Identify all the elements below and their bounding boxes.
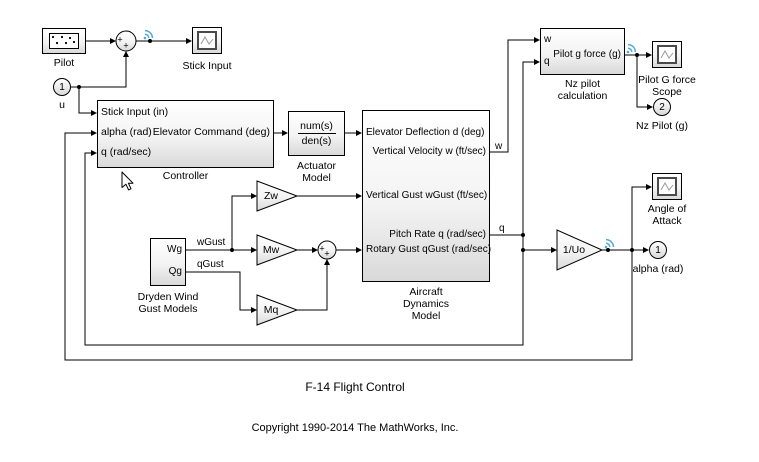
- sum-stick-block[interactable]: [115, 30, 137, 52]
- controller-output-elevator-command: Elevator Command (deg): [152, 126, 270, 138]
- aoa-label-1: Angle of: [647, 203, 687, 215]
- aoa-label-2: Attack: [652, 215, 682, 227]
- sum-gust-block[interactable]: [317, 240, 337, 260]
- scope-screen-icon: [657, 45, 677, 64]
- nz-label-2: calculation: [557, 90, 608, 102]
- inport-u-label: u: [59, 99, 65, 111]
- controller-block[interactable]: [97, 100, 274, 168]
- wire-q-output[interactable]: [490, 59, 557, 253]
- inport-u-number: 1: [59, 81, 65, 93]
- gain-mq-block[interactable]: [256, 294, 299, 326]
- gain-uo-block[interactable]: [556, 229, 604, 271]
- actuator-block[interactable]: num(s) den(s): [288, 111, 345, 156]
- wire-alpha-feedback-to-controller[interactable]: [64, 130, 633, 361]
- aircraft-input-wgust: Vertical Gust wGust (ft/sec): [366, 190, 488, 201]
- gain-zw-block[interactable]: [256, 180, 299, 212]
- wire-qgust[interactable]: [186, 271, 257, 313]
- actuator-label-2: Model: [302, 172, 331, 184]
- gain-uo-label: 1/Uo: [562, 244, 586, 256]
- sum-plus-sign: +: [123, 40, 129, 51]
- signal-streaming-badge-icon[interactable]: [626, 41, 639, 54]
- gain-mq-label: Mq: [263, 304, 279, 316]
- scope-screen-icon: [197, 31, 217, 50]
- signal-streaming-badge-icon[interactable]: [143, 27, 156, 40]
- aircraft-label-2: Dynamics: [402, 298, 450, 310]
- wire-sum-to-aircraft-qgust[interactable]: [336, 247, 362, 253]
- controller-label: Controller: [162, 170, 209, 182]
- actuator-denominator: den(s): [301, 135, 332, 147]
- aircraft-output-w: Vertical Velocity w (ft/sec): [372, 146, 486, 157]
- signal-label-wgust: wGust: [197, 237, 226, 248]
- signal-streaming-badge-icon[interactable]: [604, 236, 617, 249]
- wire-alpha-to-aoa-scope[interactable]: [631, 184, 652, 250]
- wire-wgust[interactable]: [186, 193, 257, 253]
- gain-mw-label: Mw: [262, 244, 280, 256]
- nz-input-w: w: [544, 34, 552, 45]
- signal-label-w: w: [495, 141, 503, 152]
- model-title: F-14 Flight Control: [305, 380, 405, 394]
- signal-label-qgust: qGust: [197, 259, 224, 270]
- wire-sum-to-stick-scope[interactable]: [136, 38, 192, 44]
- outport-alpha-label: alpha (rad): [632, 263, 684, 275]
- outport-nz[interactable]: 2: [653, 98, 671, 116]
- controller-input-stick: Stick Input (in): [101, 106, 169, 118]
- actuator-label-1: Actuator: [296, 160, 337, 172]
- outport-alpha-number: 1: [655, 244, 661, 256]
- dryden-block[interactable]: [150, 238, 186, 286]
- pilot-label: Pilot: [53, 57, 75, 69]
- dryden-label-1: Dryden Wind: [137, 291, 199, 303]
- wire-mq-to-sum[interactable]: [297, 259, 330, 311]
- wire-actuator-to-aircraft[interactable]: [345, 130, 362, 136]
- copyright-text: Copyright 1990-2014 The MathWorks, Inc.: [251, 422, 459, 434]
- pilot-g-scope-label-1: Pilot G force: [638, 74, 696, 86]
- controller-input-alpha: alpha (rad): [101, 126, 152, 138]
- wire-pilot-to-sum[interactable]: [86, 38, 116, 44]
- nz-label-1: Nz pilot: [564, 78, 600, 90]
- wire-nz-to-outport[interactable]: [636, 55, 653, 110]
- sum-plus-sign: +: [319, 243, 325, 254]
- wire-mw-to-sum[interactable]: [297, 247, 318, 253]
- nz-pilot-block[interactable]: [540, 28, 625, 75]
- pilot-g-force-scope-block[interactable]: [652, 41, 682, 68]
- noise-signal-icon: [49, 33, 79, 49]
- aircraft-label-1: Aircraft: [409, 286, 443, 298]
- gain-mw-block[interactable]: [256, 234, 299, 266]
- wire-q-feedback-to-controller[interactable]: [84, 150, 524, 346]
- nz-output-label: Pilot g force (g): [553, 49, 621, 60]
- wire-alpha-output[interactable]: [602, 247, 649, 253]
- actuator-numerator: num(s): [300, 120, 333, 132]
- controller-input-q: q (rad/sec): [101, 146, 152, 158]
- mouse-cursor-icon: [121, 171, 134, 191]
- sum-plus-sign: +: [324, 248, 330, 259]
- outport-nz-number: 2: [659, 101, 665, 113]
- wire-u-input[interactable]: [71, 51, 129, 116]
- fraction-line: [297, 133, 336, 134]
- wire-controller-to-actuator[interactable]: [274, 130, 288, 136]
- nz-input-q: q: [544, 56, 550, 67]
- pilot-block[interactable]: [42, 28, 86, 54]
- dryden-output-qg: Qg: [168, 266, 182, 277]
- pilot-g-scope-label-2: Scope: [652, 86, 682, 98]
- wire-zw-to-aircraft[interactable]: [297, 193, 362, 199]
- aoa-scope-block[interactable]: [652, 173, 682, 200]
- scope-screen-icon: [657, 177, 677, 196]
- aircraft-label-3: Model: [411, 310, 441, 322]
- aircraft-input-elevator: Elevator Deflection d (deg): [366, 127, 485, 138]
- signal-label-q: q: [499, 223, 505, 234]
- dryden-label-2: Gust Models: [138, 303, 198, 315]
- inport-u[interactable]: 1: [53, 78, 71, 96]
- dryden-output-wg: Wg: [167, 244, 182, 255]
- aircraft-input-qgust: Rotary Gust qGust (rad/sec): [366, 244, 492, 255]
- stick-input-scope-label: Stick Input: [182, 60, 232, 72]
- aircraft-dynamics-block[interactable]: [362, 110, 490, 282]
- gain-zw-label: Zw: [264, 190, 278, 202]
- aircraft-output-q: Pitch Rate q (rad/sec): [389, 229, 486, 240]
- outport-alpha[interactable]: 1: [649, 241, 667, 259]
- sum-plus-sign: +: [117, 34, 123, 45]
- outport-nz-label: Nz Pilot (g): [636, 120, 688, 132]
- stick-input-scope-block[interactable]: [192, 27, 222, 54]
- wire-w-to-nz[interactable]: [490, 37, 540, 153]
